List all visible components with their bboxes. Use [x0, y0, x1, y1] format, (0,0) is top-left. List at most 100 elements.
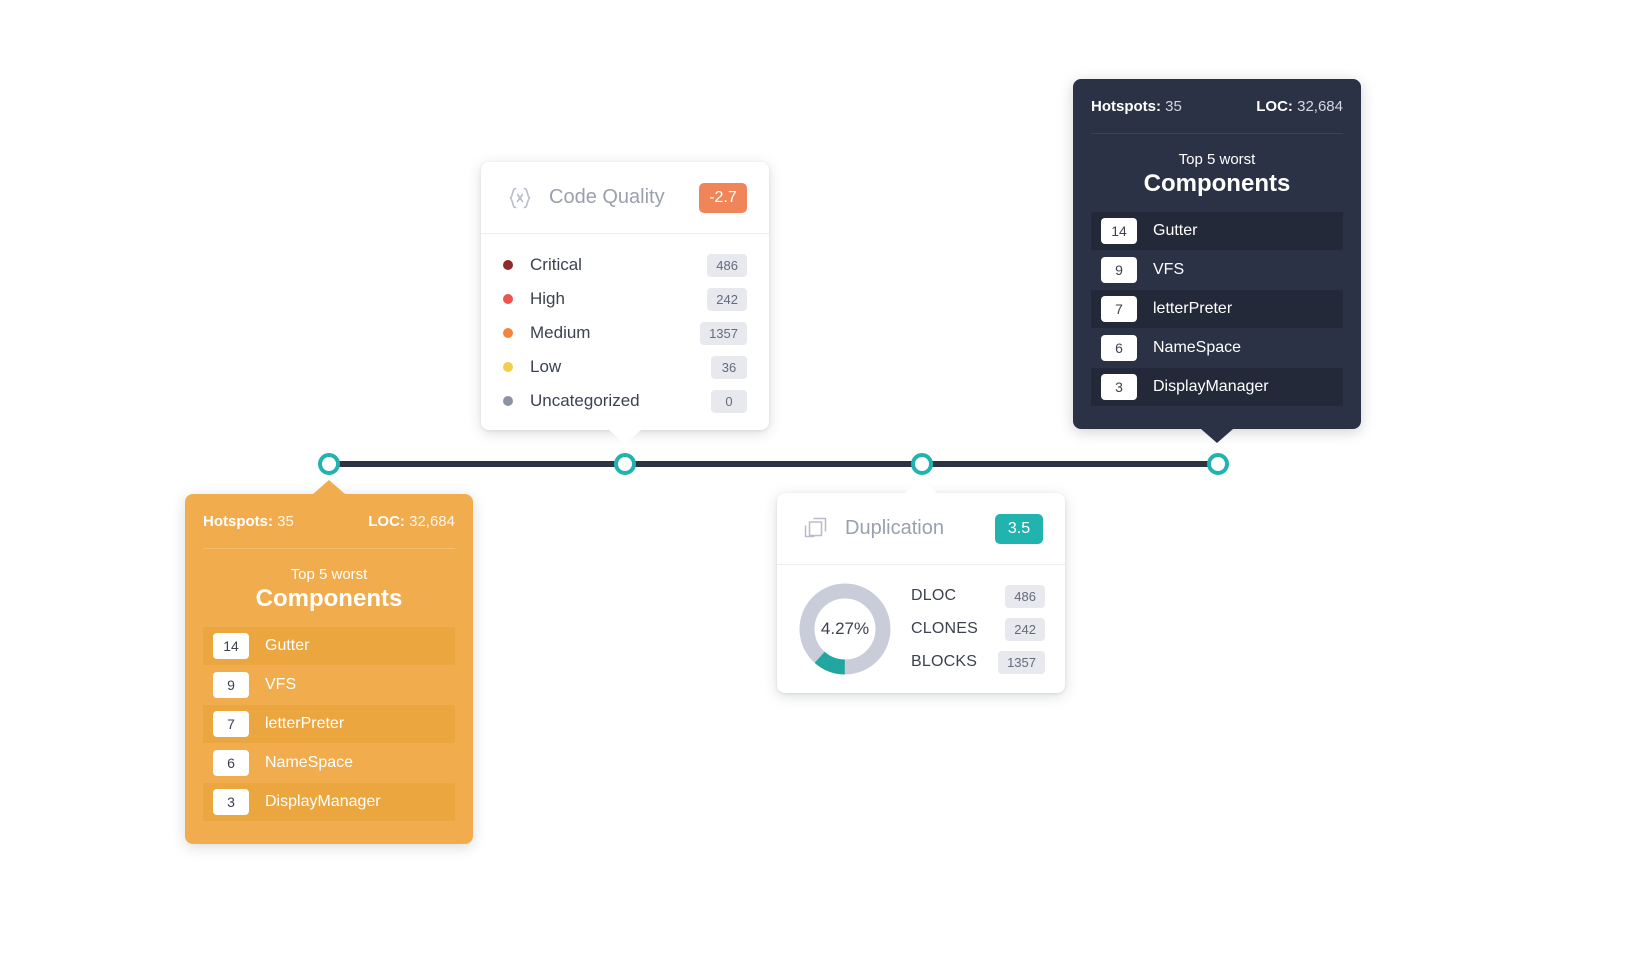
- table-row[interactable]: 9 VFS: [1091, 251, 1343, 289]
- severity-label-medium: Medium: [530, 323, 591, 342]
- hotspots-value: 35: [277, 512, 294, 530]
- timeline-dot-3[interactable]: [911, 453, 933, 475]
- duplication-metric-value-dloc: 486: [1005, 584, 1045, 608]
- table-row[interactable]: 14 Gutter: [1091, 212, 1343, 250]
- duplication-metric-label-blocks: BLOCKS: [911, 653, 978, 670]
- code-quality-pointer: [609, 430, 641, 444]
- components-orange-hotspots: Hotspots: 35: [203, 513, 294, 530]
- duplication-metric-value-blocks: 1357: [998, 650, 1045, 674]
- severity-dot-uncategorized: [503, 396, 513, 406]
- components-orange-subtitle: Top 5 worst: [290, 566, 368, 583]
- duplication-score-badge: 3.5: [995, 513, 1043, 544]
- components-card-orange: Hotspots: 35 LOC: 32,684 Top 5 worst Com…: [185, 480, 473, 844]
- duplication-title: Duplication: [845, 517, 944, 539]
- loc-label: LOC:: [1256, 97, 1293, 115]
- component-count: 14: [1101, 218, 1137, 244]
- code-quality-title: Code Quality: [549, 186, 665, 208]
- table-row[interactable]: 3 DisplayManager: [1091, 368, 1343, 406]
- components-dark-hotspots: Hotspots: 35: [1091, 98, 1182, 115]
- components-orange-loc: LOC: 32,684: [368, 513, 455, 530]
- duplication-metric-clones: CLONES 242: [911, 613, 1045, 646]
- components-dark-divider: [1091, 133, 1343, 134]
- hotspots-label: Hotspots:: [1091, 97, 1161, 115]
- code-quality-score-badge: -2.7: [699, 182, 747, 213]
- code-braces-icon: [503, 181, 537, 215]
- table-row[interactable]: 7 letterPreter: [203, 705, 455, 743]
- components-dark-list: 14 Gutter 9 VFS 7 letterPreter 6 NameSpa…: [1091, 212, 1343, 406]
- component-name: Gutter: [265, 637, 310, 654]
- severity-value-critical: 486: [707, 253, 747, 277]
- severity-value-medium: 1357: [700, 321, 747, 345]
- duplication-metric-label-dloc: DLOC: [911, 587, 957, 604]
- timeline-dot-2[interactable]: [614, 453, 636, 475]
- components-orange-titles: Top 5 worst Components: [203, 549, 455, 627]
- component-count: 14: [213, 633, 249, 659]
- component-name: letterPreter: [265, 715, 345, 732]
- component-count: 9: [1101, 257, 1137, 283]
- duplication-header: Duplication 3.5: [777, 493, 1065, 565]
- duplication-card: Duplication 3.5 4.27% DLOC 486 CLONES 24…: [777, 479, 1065, 693]
- components-dark-subtitle: Top 5 worst: [1178, 151, 1256, 168]
- code-quality-header: Code Quality -2.7: [481, 162, 769, 234]
- duplication-metric-value-clones: 242: [1005, 617, 1045, 641]
- severity-row-uncategorized: Uncategorized 0: [503, 384, 747, 418]
- severity-value-low: 36: [711, 355, 747, 379]
- components-orange-header: Hotspots: 35 LOC: 32,684: [203, 494, 455, 548]
- components-dark-header: Hotspots: 35 LOC: 32,684: [1091, 79, 1343, 133]
- duplication-body: 4.27% DLOC 486 CLONES 242 BLOCKS 1357: [777, 565, 1065, 679]
- severity-row-medium: Medium 1357: [503, 316, 747, 350]
- severity-row-high: High 242: [503, 282, 747, 316]
- loc-value: 32,684: [1297, 97, 1343, 115]
- severity-dot-low: [503, 362, 513, 372]
- hotspots-value: 35: [1165, 97, 1182, 115]
- timeline-dot-1[interactable]: [318, 453, 340, 475]
- severity-label-low: Low: [530, 357, 562, 376]
- component-name: NameSpace: [265, 754, 354, 771]
- table-row[interactable]: 7 letterPreter: [1091, 290, 1343, 328]
- component-name: Gutter: [1153, 222, 1198, 239]
- component-count: 6: [1101, 335, 1137, 361]
- component-name: NameSpace: [1153, 339, 1242, 356]
- component-name: VFS: [1153, 261, 1185, 278]
- severity-value-uncategorized: 0: [711, 389, 747, 413]
- duplication-metric-dloc: DLOC 486: [911, 580, 1045, 613]
- severity-dot-critical: [503, 260, 513, 270]
- component-name: DisplayManager: [1153, 378, 1269, 395]
- timeline-line: [329, 461, 1219, 467]
- code-quality-severity-list: Critical 486 High 242 Medium 1357 Low 36…: [481, 234, 769, 418]
- component-count: 7: [213, 711, 249, 737]
- severity-dot-medium: [503, 328, 513, 338]
- table-row[interactable]: 14 Gutter: [203, 627, 455, 665]
- duplication-percent-label: 4.27%: [820, 619, 870, 638]
- loc-value: 32,684: [409, 512, 455, 530]
- code-quality-card: Code Quality -2.7 Critical 486 High 242 …: [481, 162, 769, 444]
- severity-label-uncategorized: Uncategorized: [530, 391, 640, 410]
- copy-layers-icon: [799, 512, 833, 546]
- table-row[interactable]: 6 NameSpace: [203, 744, 455, 782]
- hotspots-label: Hotspots:: [203, 512, 273, 530]
- component-count: 9: [213, 672, 249, 698]
- component-count: 3: [1101, 374, 1137, 400]
- components-dark-pointer: [1201, 429, 1233, 443]
- severity-row-low: Low 36: [503, 350, 747, 384]
- component-count: 3: [213, 789, 249, 815]
- timeline-dot-4[interactable]: [1207, 453, 1229, 475]
- component-name: letterPreter: [1153, 300, 1233, 317]
- component-name: DisplayManager: [265, 793, 381, 810]
- duplication-pointer: [905, 479, 937, 493]
- table-row[interactable]: 9 VFS: [203, 666, 455, 704]
- table-row[interactable]: 3 DisplayManager: [203, 783, 455, 821]
- component-count: 7: [1101, 296, 1137, 322]
- table-row[interactable]: 6 NameSpace: [1091, 329, 1343, 367]
- components-orange-divider: [203, 548, 455, 549]
- components-dark-titles: Top 5 worst Components: [1091, 134, 1343, 212]
- component-name: VFS: [265, 676, 297, 693]
- components-dark-title: Components: [1143, 170, 1291, 197]
- severity-value-high: 242: [707, 287, 747, 311]
- duplication-metric-blocks: BLOCKS 1357: [911, 646, 1045, 679]
- loc-label: LOC:: [368, 512, 405, 530]
- severity-label-high: High: [530, 289, 565, 308]
- timeline: [318, 453, 1229, 475]
- duplication-donut-chart: 4.27%: [795, 579, 895, 679]
- duplication-metrics: DLOC 486 CLONES 242 BLOCKS 1357: [911, 580, 1045, 679]
